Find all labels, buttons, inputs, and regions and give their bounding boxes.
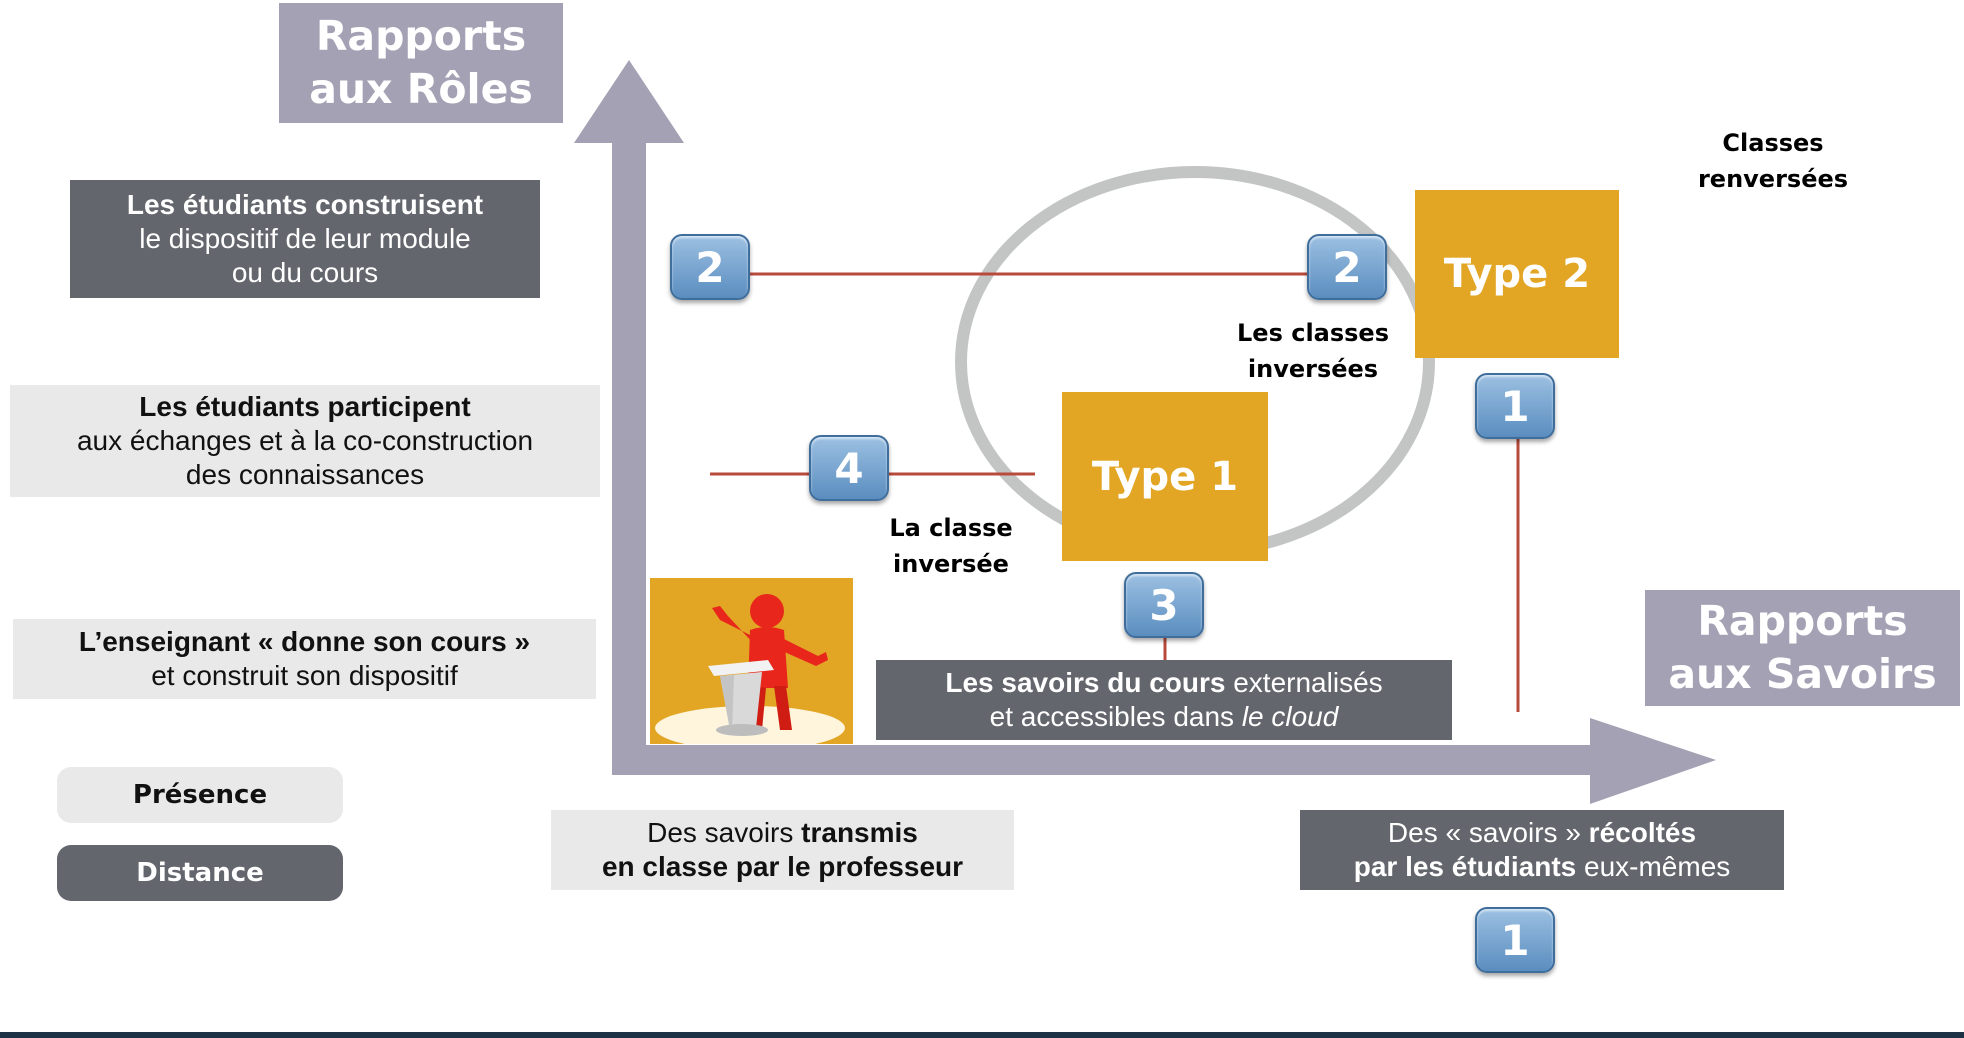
badge-1-lower: 1 — [1475, 907, 1555, 973]
legend-presence: Présence — [57, 767, 343, 823]
role-enseignant-pre: L’enseignant « — [78, 626, 282, 657]
bottom-border — [0, 1032, 1964, 1038]
legend-distance-label: Distance — [136, 858, 264, 888]
badge-3: 3 — [1124, 572, 1204, 638]
label-classe-inversee-line1: La classe — [889, 514, 1013, 542]
role-enseignant-post: » — [506, 626, 531, 657]
label-classes-renversees: Classes renversées — [1660, 125, 1886, 197]
savoirs-cours-italic: le cloud — [1241, 701, 1339, 732]
savoirs-recoltes-post: eux-mêmes — [1576, 851, 1731, 882]
type-2-box: Type 2 — [1415, 190, 1619, 358]
savoirs-cours-rest2: et accessibles dans — [989, 701, 1242, 732]
badge-2-left-number: 2 — [695, 242, 725, 292]
x-axis-title: Rapports aux Savoirs — [1645, 590, 1960, 706]
teacher-lectern-illustration — [650, 578, 853, 744]
role-box-construisent: Les étudiants construisent le dispositif… — [70, 180, 540, 298]
role-box-participent: Les étudiants participent aux échanges e… — [10, 385, 600, 497]
label-classe-inversee-line2: inversée — [893, 550, 1009, 578]
savoirs-recoltes-pre: Des « savoirs » — [1387, 817, 1589, 848]
label-classe-inversee: La classe inversée — [838, 510, 1064, 582]
type-1-box: Type 1 — [1062, 392, 1268, 561]
badge-1-upper: 1 — [1475, 373, 1555, 439]
role-enseignant-bold: donne son cours — [281, 626, 507, 657]
savoirs-cours-box: Les savoirs du cours externalisés et acc… — [876, 660, 1452, 740]
x-axis-arrowhead — [1590, 718, 1716, 804]
legend-presence-label: Présence — [132, 780, 268, 810]
badge-2-right: 2 — [1307, 234, 1387, 300]
savoirs-recoltes-bold2: par les étudiants — [1353, 851, 1577, 882]
savoirs-recoltes-bold1: récoltés — [1588, 817, 1697, 848]
role-participent-bold: Les étudiants participent — [139, 391, 471, 422]
savoirs-cours-bold: Les savoirs du cours — [945, 667, 1226, 698]
savoirs-cours-rest1: externalisés — [1225, 667, 1383, 698]
label-classes-inversees: Les classes inversées — [1200, 315, 1426, 387]
label-classes-inversees-line2: inversées — [1247, 355, 1379, 383]
badge-2-left: 2 — [670, 234, 750, 300]
role-box-enseignant: L’enseignant « donne son cours » et cons… — [13, 619, 596, 699]
y-axis-title-line2: aux Rôles — [309, 65, 533, 113]
role-participent-line2: aux échanges et à la co-construction — [76, 425, 534, 456]
savoirs-transmis-pre: Des savoirs — [647, 817, 802, 848]
badge-2-right-number: 2 — [1332, 242, 1362, 292]
role-construisent-line2: le dispositif de leur module — [139, 223, 471, 254]
badge-3-number: 3 — [1149, 580, 1179, 630]
y-axis-arrowhead — [574, 60, 684, 143]
savoirs-recoltes-box: Des « savoirs » récoltés par les étudian… — [1300, 810, 1784, 890]
y-axis-title-line1: Rapports — [315, 12, 527, 60]
y-axis-shaft — [612, 140, 646, 764]
legend-distance: Distance — [57, 845, 343, 901]
x-axis-shaft — [612, 745, 1592, 775]
savoirs-transmis-bold1: transmis — [801, 817, 918, 848]
badge-1-lower-number: 1 — [1500, 915, 1530, 965]
role-construisent-bold: Les étudiants construisent — [126, 189, 484, 220]
role-participent-line3: des connaissances — [185, 459, 425, 490]
label-classes-inversees-line1: Les classes — [1237, 319, 1389, 347]
label-classes-renversees-line1: Classes — [1722, 129, 1824, 157]
badge-4-number: 4 — [834, 443, 864, 493]
role-construisent-line3: ou du cours — [231, 257, 379, 288]
savoirs-transmis-box: Des savoirs transmis en classe par le pr… — [551, 810, 1014, 890]
type-2-label: Type 2 — [1443, 251, 1591, 297]
badge-4: 4 — [809, 435, 889, 501]
y-axis-title: Rapports aux Rôles — [279, 3, 563, 123]
badge-1-upper-number: 1 — [1500, 381, 1530, 431]
type-1-label: Type 1 — [1091, 453, 1239, 500]
role-enseignant-line2: et construit son dispositif — [151, 660, 458, 691]
teacher-figure-icon — [655, 594, 845, 744]
x-axis-title-line1: Rapports — [1697, 597, 1908, 645]
label-classes-renversees-line2: renversées — [1697, 165, 1849, 193]
savoirs-transmis-bold2: en classe par le professeur — [601, 851, 964, 882]
x-axis-title-line2: aux Savoirs — [1668, 650, 1937, 698]
